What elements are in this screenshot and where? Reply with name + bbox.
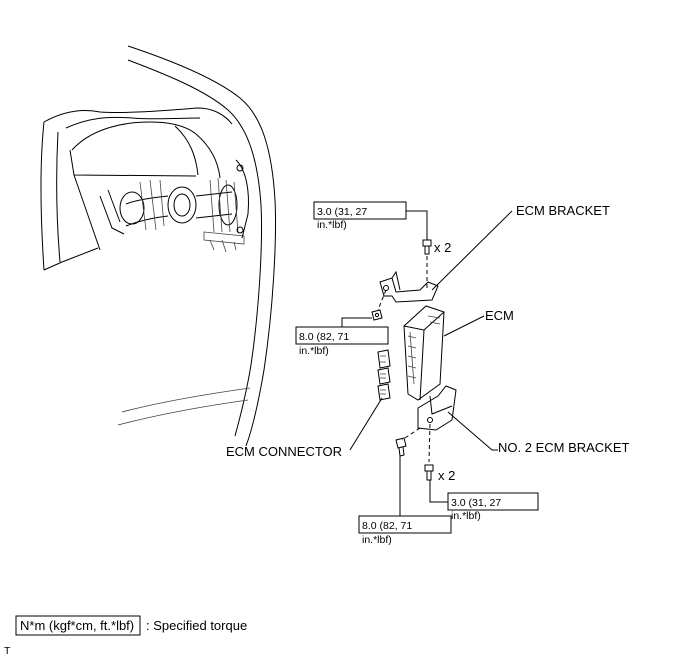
ecm-module-part <box>403 305 445 401</box>
ecm-bracket-part <box>379 270 439 303</box>
torque-box-lower-bracket: 3.0 (31, 27 in.*lbf) <box>447 492 539 522</box>
torque-unit: in.*lbf) <box>317 219 347 231</box>
ecm-bracket-label: ECM BRACKET <box>516 203 610 218</box>
torque-unit: in.*lbf) <box>299 345 329 357</box>
torque-legend: N*m (kgf*cm, ft.*lbf) : Specified torque <box>15 615 247 636</box>
upper-nut-icon <box>371 309 383 321</box>
no2-ecm-bracket-label: NO. 2 ECM BRACKET <box>498 440 630 455</box>
ecm-connector-label: ECM CONNECTOR <box>226 444 342 459</box>
torque-value: 8.0 (82, 71 <box>299 331 349 343</box>
alignment-lines <box>377 256 431 463</box>
lower-bolt-icon <box>424 464 434 481</box>
lower-bracket-bolt-icon <box>395 437 407 457</box>
torque-value: 3.0 (31, 27 <box>451 497 501 509</box>
torque-value: 8.0 (82, 71 <box>362 520 412 532</box>
leader-lines <box>341 210 513 516</box>
torque-box-upper-nut: 8.0 (82, 71 in.*lbf) <box>295 326 389 357</box>
ecm-label: ECM <box>485 308 514 323</box>
upper-bolt-icon <box>422 239 432 255</box>
corner-mark: T <box>4 645 11 657</box>
vehicle-dashboard-illustration <box>40 45 276 447</box>
torque-unit: in.*lbf) <box>451 510 481 522</box>
upper-quantity-label: x 2 <box>434 240 451 255</box>
no2-ecm-bracket-part <box>417 385 457 431</box>
torque-box-upper-bracket: 3.0 (31, 27 in.*lbf) <box>313 201 407 231</box>
torque-box-lower-bolt: 8.0 (82, 71 in.*lbf) <box>358 515 452 546</box>
legend-description: : Specified torque <box>146 618 247 633</box>
ecm-connector-part <box>377 349 391 401</box>
torque-value: 3.0 (31, 27 <box>317 206 367 218</box>
torque-unit: in.*lbf) <box>362 534 392 546</box>
legend-unit-box: N*m (kgf*cm, ft.*lbf) <box>20 618 134 633</box>
lower-quantity-label: x 2 <box>438 468 455 483</box>
